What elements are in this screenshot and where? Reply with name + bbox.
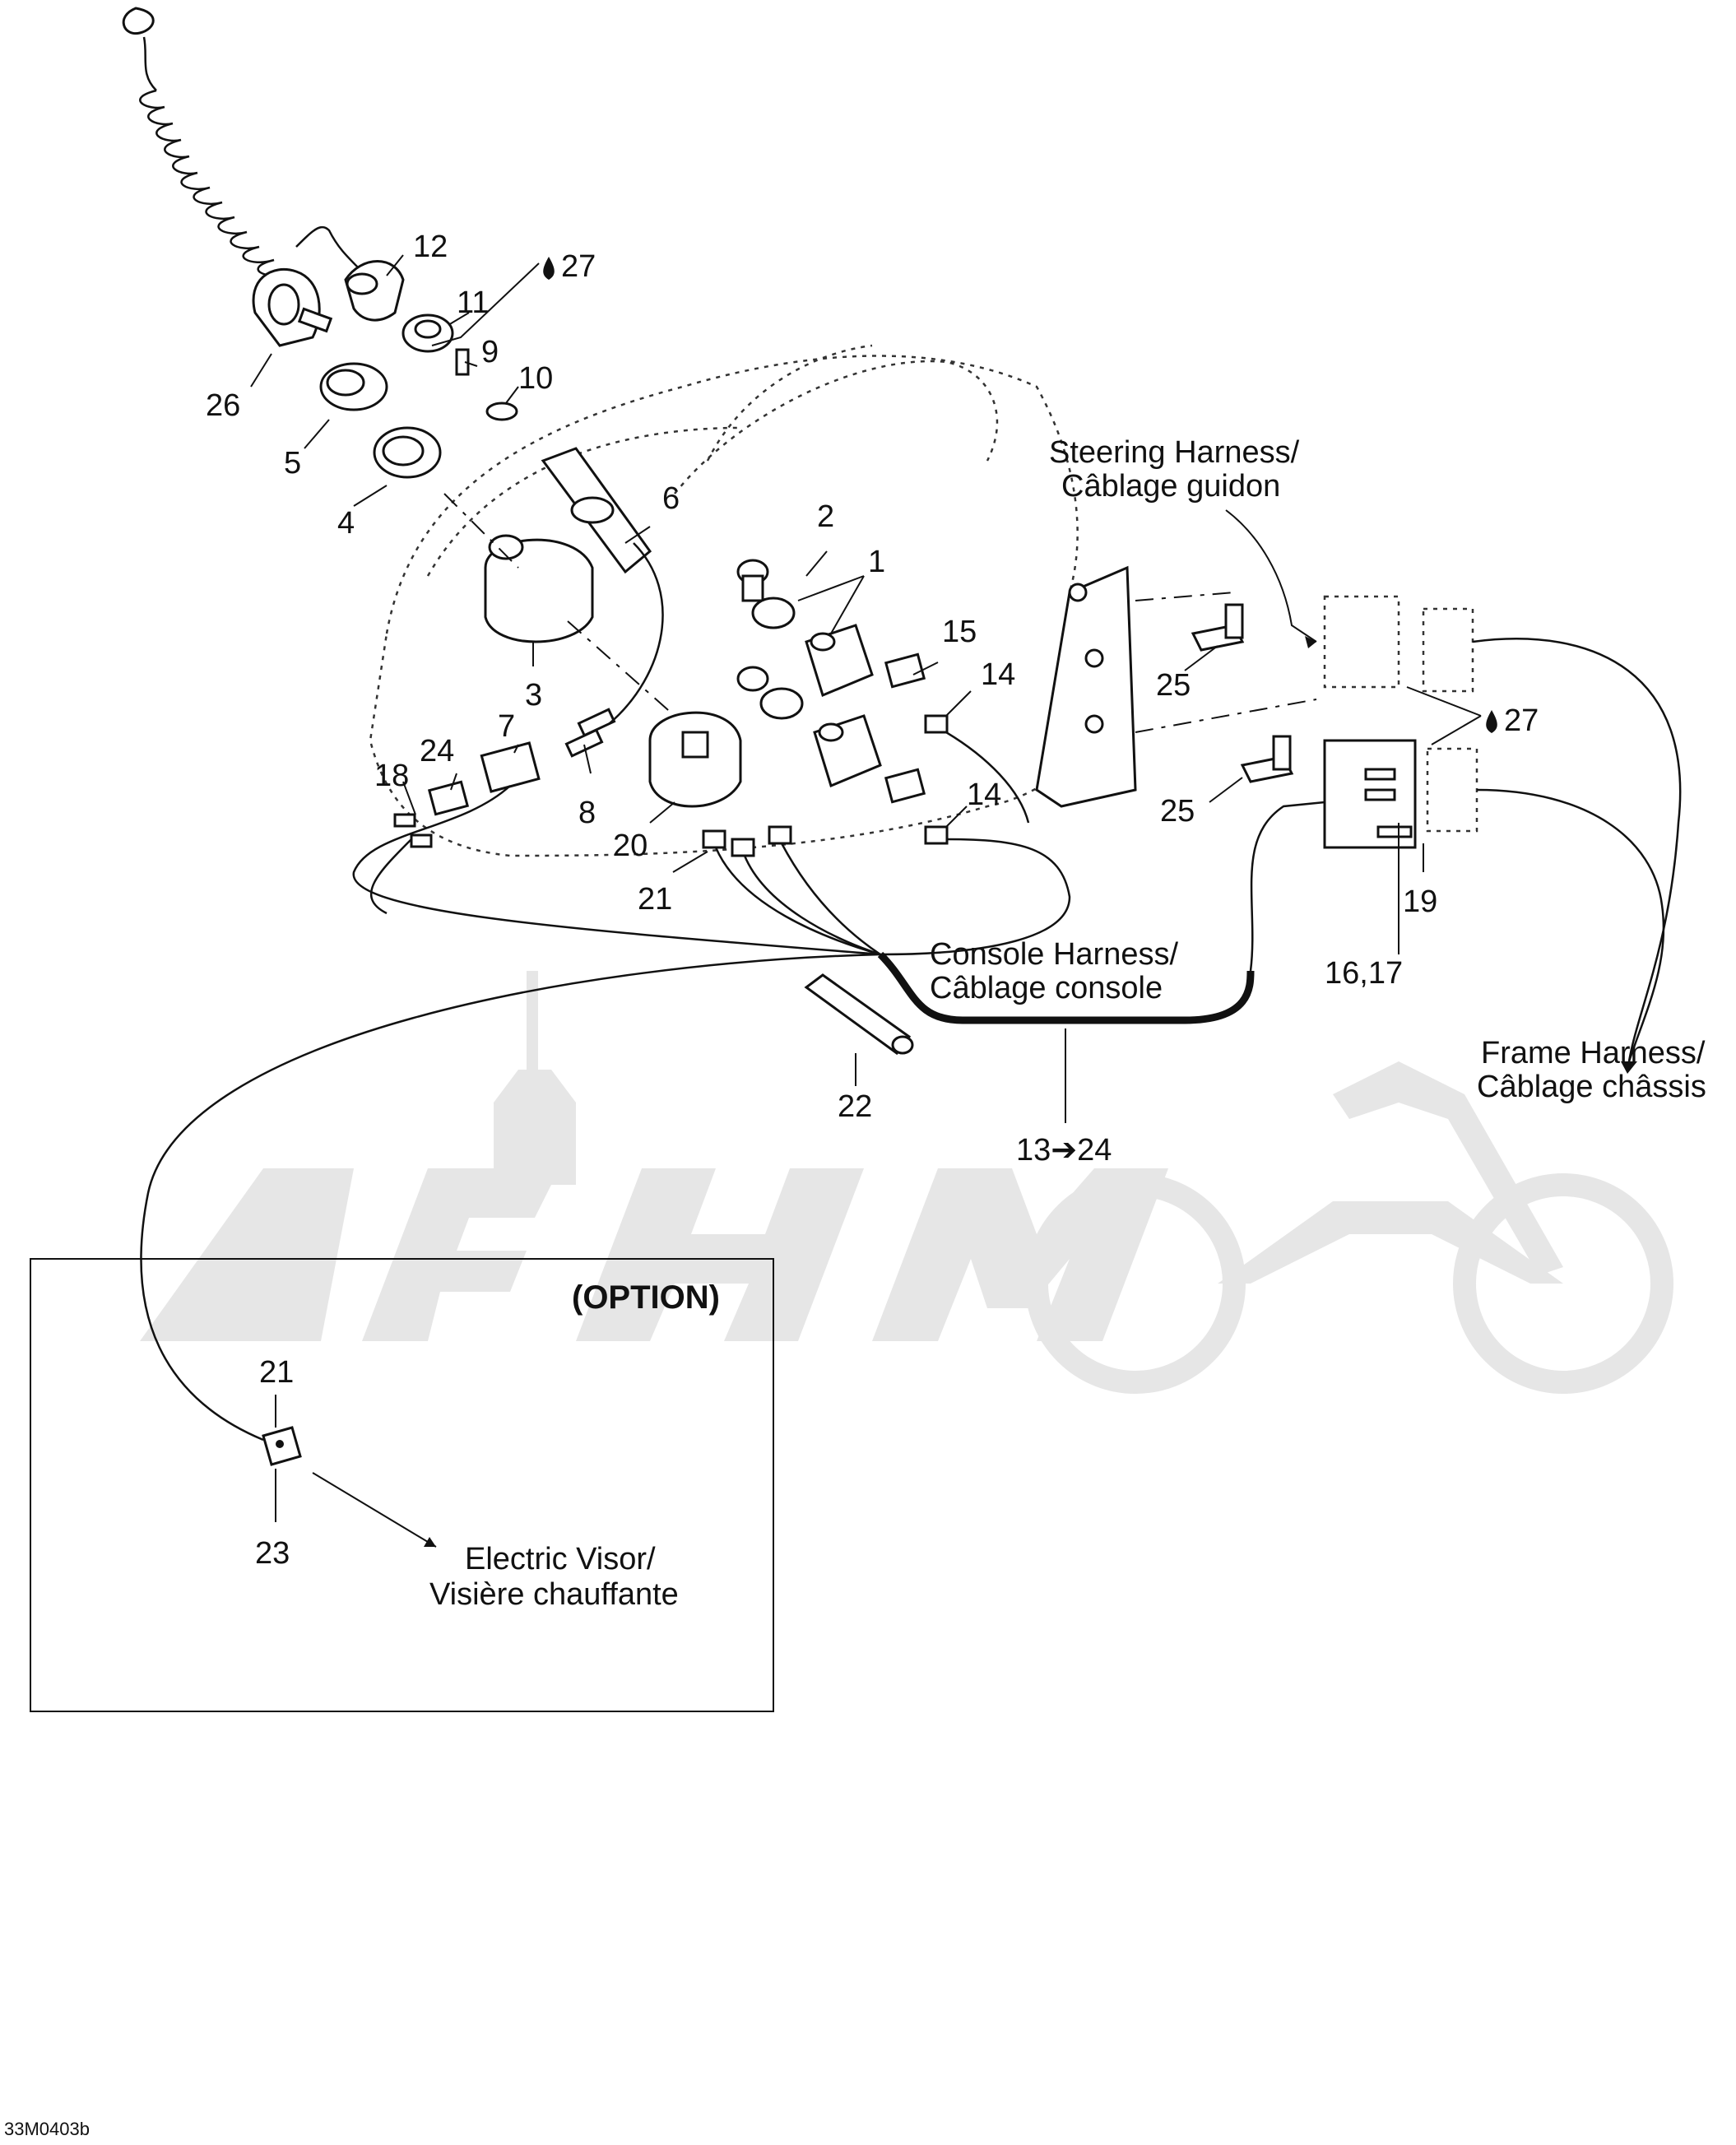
tether-cord <box>122 7 363 290</box>
electric-visor-caption: Electric Visor/ <box>465 1542 656 1576</box>
ring-part-4 <box>373 426 442 479</box>
leader-lines <box>250 254 1482 1548</box>
callout-3: 3 <box>525 678 542 713</box>
callout-7: 7 <box>498 709 515 744</box>
callout-23: 23 <box>255 1536 290 1571</box>
ignition-switch-part-3 <box>484 534 594 643</box>
figure-code: 33M0403b <box>4 2119 90 2139</box>
console-harness-caption-fr: Câblage console <box>930 971 1163 1005</box>
lanyard-switch-part-6 <box>541 447 652 574</box>
harness-connectors-part-16-17-19 <box>1323 595 1478 849</box>
mounting-bracket <box>1035 565 1137 808</box>
nut-part-5 <box>319 362 388 411</box>
callout-25-upper: 25 <box>1156 668 1191 703</box>
washer-part-10 <box>485 402 518 421</box>
callout-11: 11 <box>457 286 489 320</box>
frame-harness-caption-fr: Câblage châssis <box>1477 1070 1706 1104</box>
key-part-26 <box>252 267 333 347</box>
steering-harness-caption-fr: Câblage guidon <box>1061 469 1280 504</box>
callout-9: 9 <box>481 335 499 369</box>
callout-13-24: 13➔24 <box>1016 1133 1112 1168</box>
callout-25-lower: 25 <box>1160 794 1195 829</box>
connector-part-20 <box>648 711 742 808</box>
callout-5: 5 <box>284 446 301 481</box>
callout-26: 26 <box>206 388 240 423</box>
callout-15: 15 <box>942 615 977 649</box>
callout-20: 20 <box>613 829 648 863</box>
steering-harness-caption: Steering Harness/ <box>1049 435 1300 470</box>
switch-part-1 <box>805 624 882 788</box>
callout-1: 1 <box>868 545 885 579</box>
callout-labels: 12 27 11 9 10 26 5 4 6 2 1 15 14 14 3 7 … <box>206 230 1539 1571</box>
callout-14-lower: 14 <box>967 778 1001 812</box>
screw-part-9 <box>455 348 470 376</box>
callout-19: 19 <box>1403 884 1437 919</box>
terminals-part-8 <box>564 708 616 758</box>
callout-6: 6 <box>662 481 680 516</box>
callout-27-top: 27 <box>561 249 596 284</box>
connector-part-21 <box>702 825 792 857</box>
connector-part-15 <box>884 652 926 804</box>
callout-22: 22 <box>838 1089 872 1124</box>
terminals-part-18 <box>393 813 433 848</box>
post-part-11 <box>402 313 454 353</box>
connector-part-14 <box>924 714 949 845</box>
callout-21-option: 21 <box>259 1355 294 1390</box>
option-title: (OPTION) <box>572 1279 720 1316</box>
frame-harness-caption: Frame Harness/ <box>1481 1036 1706 1070</box>
wiring <box>140 542 1682 1442</box>
harness-captions: Steering Harness/ Câblage guidon Console… <box>930 435 1706 1104</box>
switch-part-2 <box>736 559 804 720</box>
callout-18: 18 <box>374 759 409 793</box>
option-box: (OPTION) Electric Visor/ Visière chauffa… <box>30 1258 774 1712</box>
assembly-lines <box>443 493 1317 733</box>
callout-4: 4 <box>337 506 355 541</box>
callout-2: 2 <box>817 499 834 534</box>
callout-24: 24 <box>420 734 454 768</box>
oil-drop-icon <box>543 257 1497 733</box>
callout-8: 8 <box>578 796 596 830</box>
connector-part-24 <box>427 780 470 816</box>
connector-part-7 <box>480 741 541 793</box>
callout-21: 21 <box>638 882 672 917</box>
console-harness-caption: Console Harness/ <box>930 937 1178 972</box>
callout-27-right: 27 <box>1504 703 1539 738</box>
tether-cap-part-12 <box>344 260 405 322</box>
callout-10: 10 <box>518 361 553 396</box>
sleeve-part-22 <box>804 973 914 1056</box>
callout-14-upper: 14 <box>981 657 1015 692</box>
electric-visor-caption-fr: Visière chauffante <box>429 1577 679 1612</box>
callout-12: 12 <box>413 230 448 264</box>
clip-part-25 <box>1191 603 1294 783</box>
visor-connector-part-21-23 <box>262 1426 302 1466</box>
watermark-logo <box>140 971 1673 1394</box>
callout-16-17: 16,17 <box>1325 956 1403 991</box>
